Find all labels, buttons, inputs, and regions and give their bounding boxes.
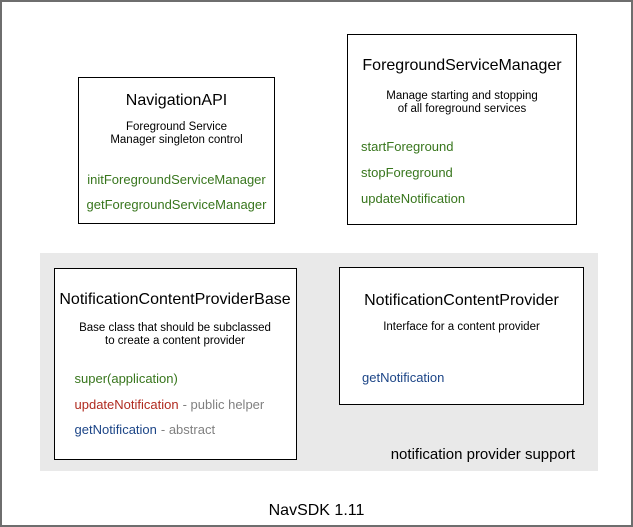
class-title-notification-content-provider: NotificationContentProvider — [364, 292, 559, 309]
class-box-navigation-api: NavigationAPI Foreground Service Manager… — [78, 77, 275, 224]
method-name: updateNotification — [74, 396, 179, 412]
group-caption: notification provider support — [390, 446, 575, 463]
class-box-notification-content-provider-base: NotificationContentProviderBase Base cla… — [53, 268, 297, 460]
notification-provider-support-group: NotificationContentProviderBase Base cla… — [40, 253, 598, 471]
class-title-foreground-service-manager: ForegroundServiceManager — [362, 57, 562, 74]
method-getnotification: getNotification- abstract — [75, 422, 265, 437]
method-name: getNotification — [74, 422, 157, 437]
method-super-application: super(application) — [75, 371, 265, 386]
method-annotation: - abstract — [160, 422, 216, 437]
method-stopforeground: stopForeground — [361, 165, 453, 180]
method-updatenotification: updateNotification — [361, 191, 466, 206]
description-line: to create a content provider — [105, 335, 245, 347]
description-line: Foreground Service — [126, 121, 227, 133]
method-startforeground: startForeground — [361, 139, 454, 154]
class-box-foreground-service-manager: ForegroundServiceManager Manage starting… — [347, 34, 577, 225]
sdk-version-label: NavSDK 1.11 — [268, 502, 365, 519]
method-getnotification: getNotification — [362, 370, 445, 385]
method-list: initForegroundServiceManager getForegrou… — [79, 172, 274, 212]
method-name: super(application) — [74, 371, 178, 386]
method-list: super(application) updateNotification- p… — [75, 371, 265, 437]
class-description: Manage starting and stopping of all fore… — [348, 90, 576, 116]
class-description: Base class that should be subclassed to … — [55, 322, 296, 348]
method-getforegroundservicemanager: getForegroundServiceManager — [86, 197, 267, 212]
class-description: Interface for a content provider — [340, 321, 583, 334]
class-title-notification-content-provider-base: NotificationContentProviderBase — [59, 291, 291, 308]
description-line: of all foreground services — [397, 103, 527, 115]
method-list: getNotification — [362, 370, 444, 385]
method-initforegroundservicemanager: initForegroundServiceManager — [87, 172, 266, 187]
description-line: Manage starting and stopping — [386, 90, 538, 102]
description-line: Manager singleton control — [110, 134, 243, 146]
method-list: startForeground stopForeground updateNot… — [361, 139, 465, 206]
class-description: Foreground Service Manager singleton con… — [79, 121, 274, 147]
class-box-notification-content-provider: NotificationContentProvider Interface fo… — [339, 267, 584, 405]
description-line: Interface for a content provider — [383, 321, 540, 333]
class-title-navigation-api: NavigationAPI — [125, 92, 228, 109]
method-updatenotification: updateNotification- public helper — [75, 397, 265, 412]
method-annotation: - public helper — [182, 396, 265, 412]
description-line: Base class that should be subclassed — [79, 322, 271, 334]
